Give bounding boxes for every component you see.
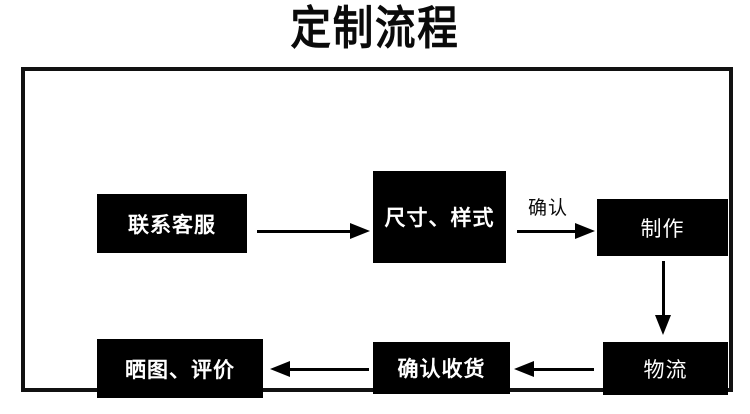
arrow-head-right-icon xyxy=(350,223,370,239)
arrow-produce-to-logistics xyxy=(649,261,677,335)
flow-node-receive[interactable]: 确认收货 xyxy=(373,342,510,394)
arrow-head-left-icon xyxy=(270,361,290,377)
arrow-shaft xyxy=(661,261,665,318)
flow-node-contact[interactable]: 联系客服 xyxy=(97,194,247,253)
arrow-shaft xyxy=(531,367,594,371)
flow-node-review[interactable]: 晒图、评价 xyxy=(97,339,263,398)
page-title: 定制流程 xyxy=(290,1,460,55)
arrow-head-right-icon xyxy=(575,223,595,239)
flow-node-logistics[interactable]: 物流 xyxy=(603,342,728,395)
arrow-shaft xyxy=(517,229,578,233)
flowchart-frame: 联系客服 尺寸、样式 制作 物流 确认收货 晒图、评价 确认 xyxy=(21,67,733,398)
arrow-head-left-icon xyxy=(514,361,534,377)
arrow-contact-to-spec xyxy=(257,217,370,245)
edge-label-confirm: 确认 xyxy=(528,197,569,219)
arrow-shaft xyxy=(257,229,353,233)
arrow-receive-to-review xyxy=(270,355,369,383)
arrow-logistics-to-receive xyxy=(514,355,594,383)
arrow-spec-to-produce xyxy=(517,217,595,245)
arrow-head-down-icon xyxy=(655,315,671,335)
arrow-shaft xyxy=(287,367,369,371)
flow-node-spec[interactable]: 尺寸、样式 xyxy=(373,171,506,263)
flow-node-produce[interactable]: 制作 xyxy=(597,199,728,256)
